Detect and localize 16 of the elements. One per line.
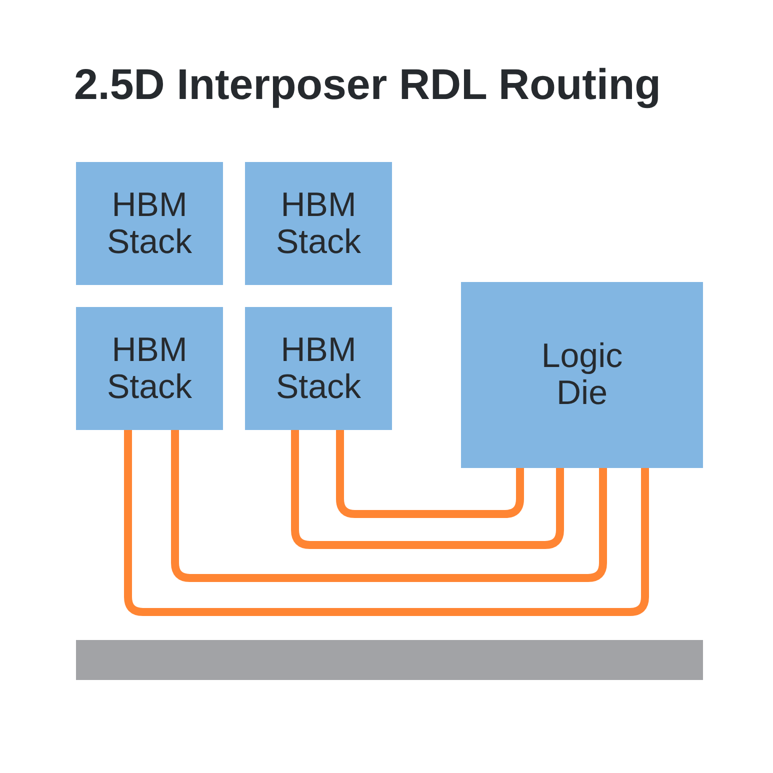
chip-box: [461, 282, 703, 468]
chip-box: [245, 162, 392, 285]
routing-trace: [291, 430, 564, 549]
routing-trace: [336, 430, 524, 518]
chip-box: [76, 307, 223, 430]
chip-box: [245, 307, 392, 430]
chip-label: HBM Stack: [274, 186, 362, 260]
chip-label: HBM Stack: [106, 186, 194, 260]
diagram-title: 2.5D Interposer RDL Routing: [74, 60, 661, 110]
chip-label: Logic Die: [540, 338, 624, 412]
routing-trace: [171, 430, 607, 582]
chip-label: HBM Stack: [106, 332, 194, 406]
chip-box: [76, 162, 223, 285]
substrate-bar: [76, 640, 703, 680]
chip-label: HBM Stack: [274, 332, 362, 406]
routing-trace: [124, 430, 649, 616]
